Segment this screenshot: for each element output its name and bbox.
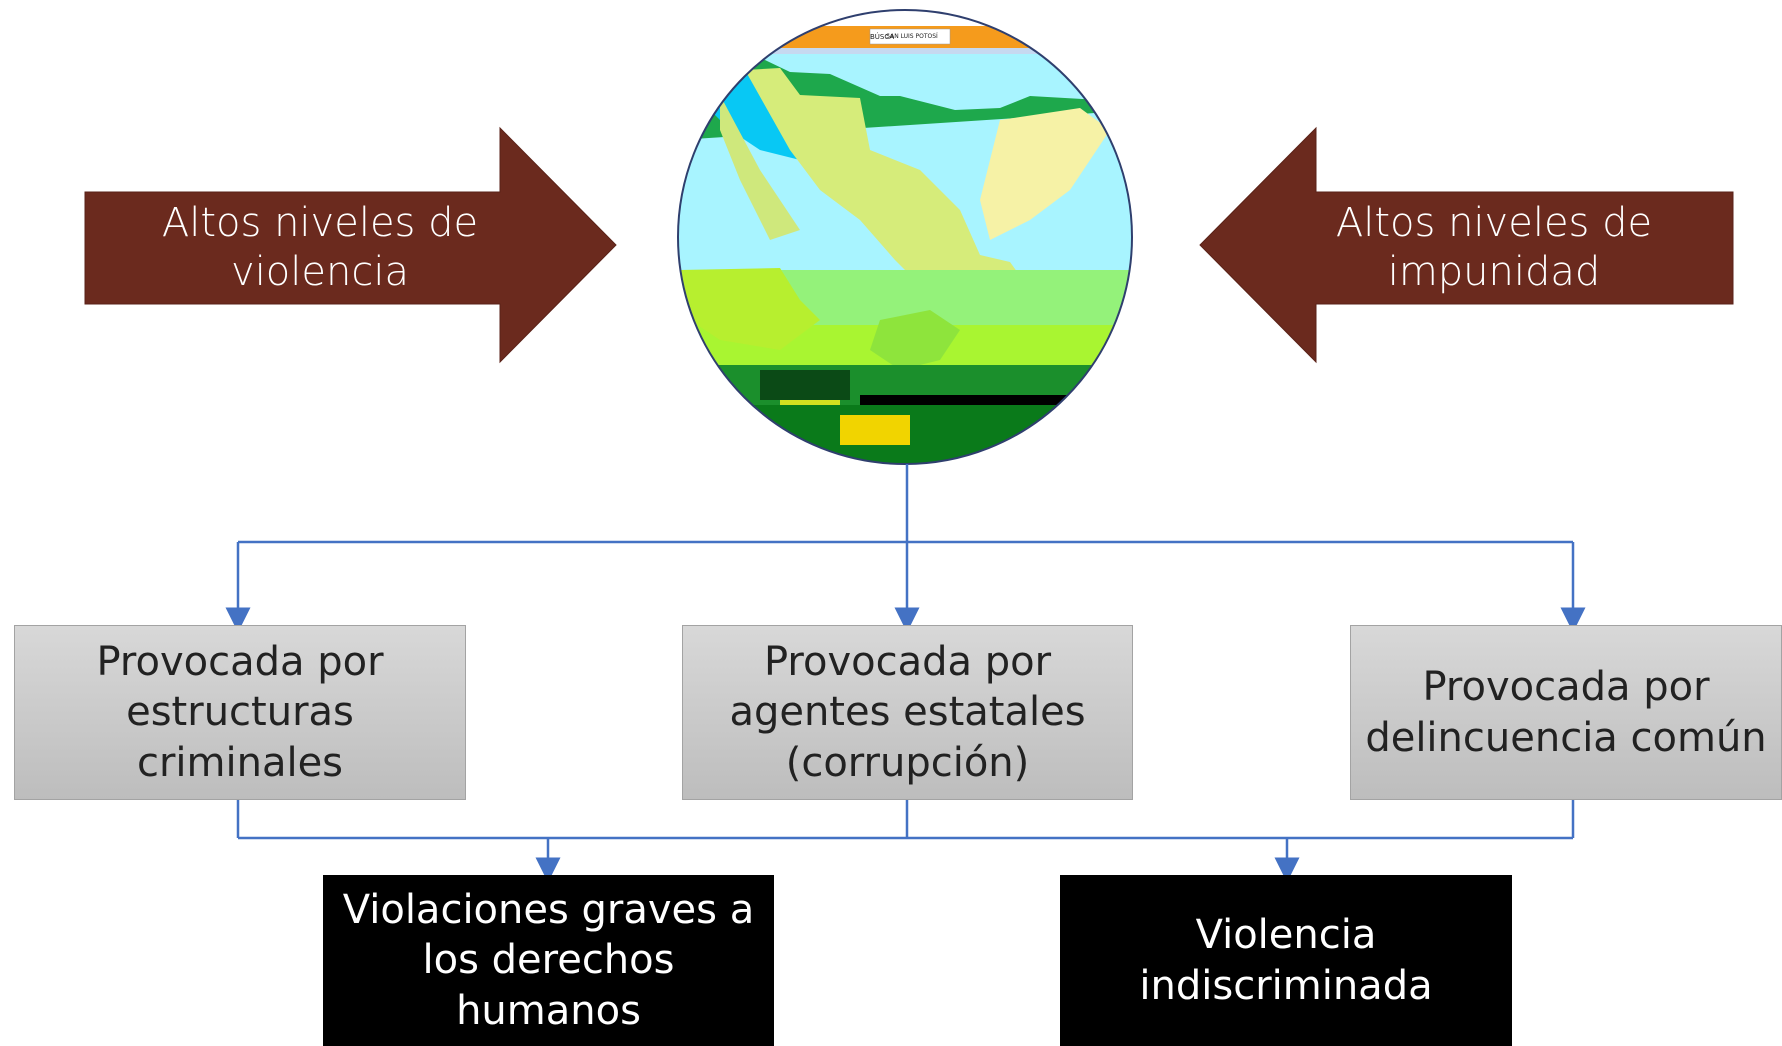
consequence-box-indiscriminate-violence: Violencia indiscriminada — [1060, 875, 1512, 1046]
map-banner-right-text: SAN LUIS POTOSÍ — [886, 33, 938, 41]
connector-lines-top — [225, 464, 1586, 633]
mexico-map-image — [678, 10, 1132, 464]
left-arrow-label: Altos niveles de violencia — [161, 200, 479, 295]
cause-box-state-agents: Provocada por agentes estatales (corrupc… — [682, 625, 1133, 800]
right-arrow-label: Altos niveles de impunidad — [1335, 200, 1653, 295]
cause-box-common-crime: Provocada por delincuencia común — [1350, 625, 1782, 800]
map-banner-left-text: BÚSCA — [869, 32, 895, 41]
cause-box-criminal-structures: Provocada por estructuras criminales — [14, 625, 466, 800]
connector-lines-bottom — [236, 800, 1575, 883]
left-arrow-shape — [84, 126, 617, 364]
consequence-box-human-rights: Violaciones graves a los derechos humano… — [323, 875, 774, 1046]
map-circle-frame — [677, 9, 1133, 465]
right-arrow-shape — [1199, 126, 1734, 364]
